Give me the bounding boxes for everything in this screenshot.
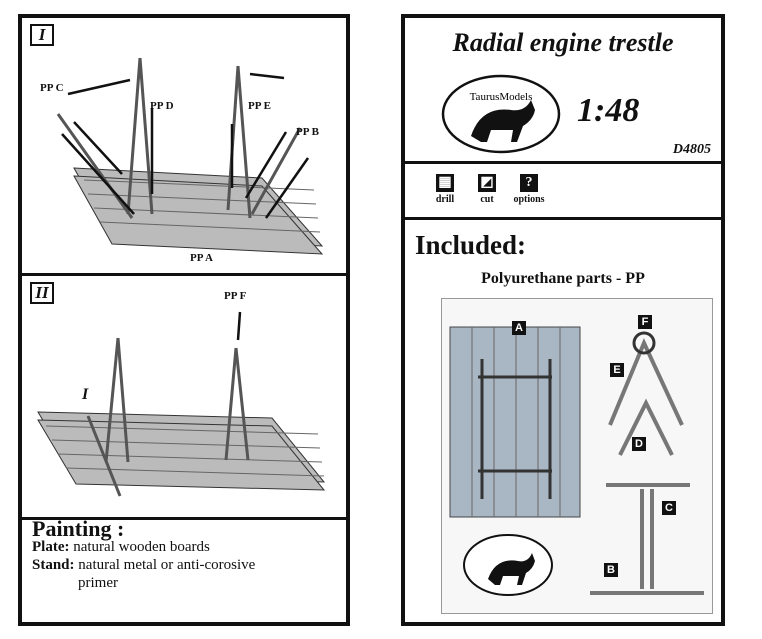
step-2-section: II PP F I: [22, 276, 346, 520]
tool-options: ? options: [509, 174, 549, 205]
cut-icon: ◩: [478, 174, 496, 192]
drill-icon: ▦: [436, 174, 454, 192]
step-1-number: I: [30, 24, 54, 46]
product-title: Radial engine trestle: [452, 28, 674, 57]
stand-label: Stand:: [32, 557, 75, 573]
label-pp-f: PP F: [224, 290, 247, 302]
tag-d: D: [632, 437, 646, 451]
tool-drill-label: drill: [435, 194, 455, 205]
tool-options-label: options: [513, 194, 545, 205]
brand-logo: TaurusModels: [441, 74, 561, 154]
tag-b: B: [604, 563, 618, 577]
product-panel: Radial engine trestle TaurusModels 1:48 …: [401, 14, 725, 626]
painting-section: Painting : Plate: natural wooden boards …: [32, 516, 256, 592]
plate-label: Plate:: [32, 539, 70, 555]
stand-value: natural metal or anti-corosive: [78, 557, 256, 573]
tools-section: ▦ drill ◩ cut ? options: [405, 164, 721, 220]
tag-f: F: [638, 315, 652, 329]
options-icon: ?: [520, 174, 538, 192]
assembly-panel: I PP C PP D PP E PP: [18, 14, 350, 626]
tool-cut: ◩ cut: [467, 174, 507, 205]
header-section: Radial engine trestle TaurusModels 1:48 …: [405, 18, 721, 164]
label-pp-d: PP D: [150, 100, 174, 112]
label-pp-c: PP C: [40, 82, 64, 94]
step-1-section: I PP C PP D PP E PP: [22, 18, 346, 276]
stand-value-cont: primer: [78, 575, 118, 591]
label-pp-b: PP B: [296, 126, 319, 138]
brand-logo-text: TaurusModels: [470, 91, 533, 103]
tag-e: E: [610, 363, 624, 377]
parts-heading: Polyurethane parts - PP: [481, 270, 645, 287]
included-heading: Included:: [415, 230, 527, 260]
label-pp-e: PP E: [248, 100, 271, 112]
step-1-diagram: [56, 57, 324, 255]
label-pp-a: PP A: [190, 252, 213, 264]
label-step-ref: I: [82, 386, 89, 403]
product-code: D4805: [672, 142, 711, 157]
parts-illustration: A F E D C B: [441, 298, 713, 614]
scale: 1:48: [577, 92, 640, 129]
plate-value: natural wooden boards: [73, 539, 210, 555]
step-2-diagram: [37, 311, 326, 497]
parts-drawing: [449, 326, 704, 596]
step-2-number: II: [30, 282, 54, 304]
tag-a: A: [512, 321, 526, 335]
tool-cut-label: cut: [480, 194, 494, 205]
tool-drill: ▦ drill: [425, 174, 465, 205]
tag-c: C: [662, 501, 676, 515]
painting-heading: Painting :: [32, 516, 125, 541]
